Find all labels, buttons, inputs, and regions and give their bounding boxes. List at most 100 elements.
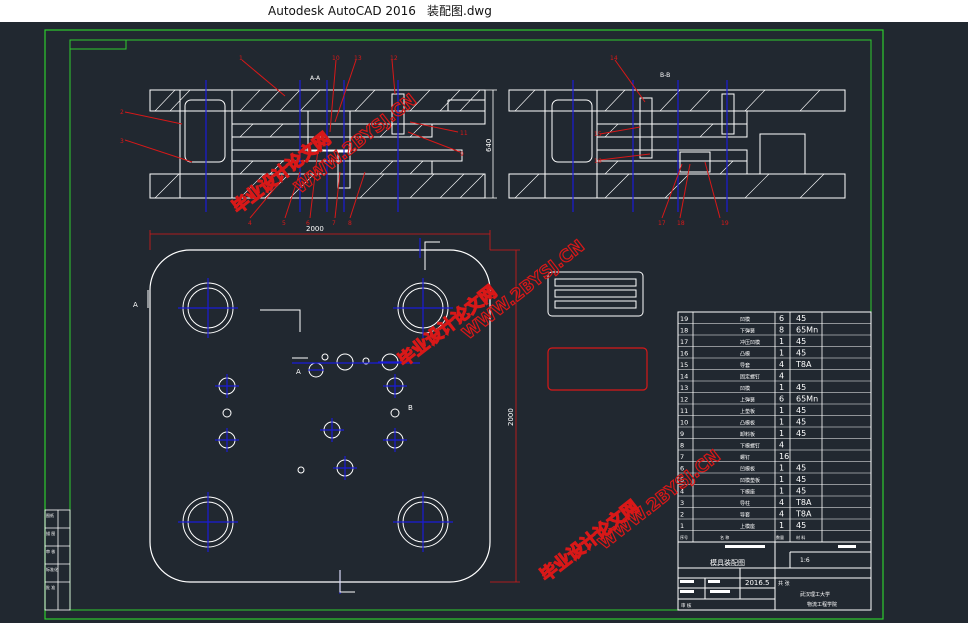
title-block xyxy=(677,541,872,611)
callout-number: 17 xyxy=(658,220,666,227)
bom-cell-name: 导柱 xyxy=(740,500,750,507)
bom-cell-mat: 45 xyxy=(796,337,806,346)
callout-number: 16 xyxy=(594,158,602,165)
bom-cell-no: 7 xyxy=(680,453,684,461)
bom-cell-no: 19 xyxy=(680,315,688,323)
bom-cell-name: 固定螺钉 xyxy=(740,374,760,381)
bom-cell-name: 上垫板 xyxy=(740,408,755,415)
centerlines-right xyxy=(572,80,728,212)
callout-number: 13 xyxy=(354,55,362,62)
side-label-2: 描 图 xyxy=(46,530,55,536)
section-markers xyxy=(147,241,491,593)
bom-cell-mat: T8A xyxy=(795,498,812,507)
bom-cell-qty: 1 xyxy=(779,337,784,346)
bom-cell-name: 凸模 xyxy=(740,351,750,358)
bom-cell-name: 导套 xyxy=(740,512,750,519)
bom-cell-no: 2 xyxy=(680,511,684,519)
bom-cell-no: 1 xyxy=(680,522,684,530)
callout-number: 7 xyxy=(332,220,336,227)
bom-cell-qty: 4 xyxy=(779,372,784,381)
bom-cell-mat: T8A xyxy=(795,360,812,369)
bom-cell-qty: 8 xyxy=(779,326,784,335)
bom-cell-name: 下弹簧 xyxy=(740,328,755,335)
watermark-url-3: WWW.2BYSJ.CN xyxy=(595,446,725,554)
callout-number: 10 xyxy=(332,55,340,62)
title-review: 审 核 xyxy=(681,602,692,609)
bom-cell-name: 冲压凹模 xyxy=(740,339,760,346)
bom-cell-qty: 1 xyxy=(779,418,784,427)
bom-cell-qty: 1 xyxy=(779,487,784,496)
bom-cell-qty: 1 xyxy=(779,464,784,473)
side-label-1: 图纸 xyxy=(46,512,54,518)
detail-part-lower xyxy=(547,347,648,391)
bom-cell-name: 导套 xyxy=(740,362,750,369)
bom-cell-qty: 4 xyxy=(779,510,784,519)
callout-number: 14 xyxy=(610,55,618,62)
section-label-a: A-A xyxy=(310,75,321,82)
callout-number: 1 xyxy=(239,55,243,62)
plan-outline xyxy=(149,249,491,583)
bom-cell-no: 18 xyxy=(680,327,688,335)
callout-number: 9 xyxy=(460,151,464,158)
bom-cell-mat: 45 xyxy=(796,314,806,323)
section-view-a xyxy=(149,89,486,199)
dim-height: 640 xyxy=(485,139,493,152)
height-dimension xyxy=(485,89,497,199)
side-label-4: 标准化 xyxy=(46,566,58,572)
bom-cell-qty: 1 xyxy=(779,349,784,358)
side-block xyxy=(44,509,71,611)
callout-number: 19 xyxy=(721,220,729,227)
bom-cell-no: 15 xyxy=(680,361,688,369)
view-marker-a-left: A xyxy=(133,301,138,309)
bom-cell-no: 12 xyxy=(680,396,688,404)
bom-cell-qty: 1 xyxy=(779,429,784,438)
bom-cell-name: 下模座 xyxy=(740,489,755,496)
bom-cell-no: 13 xyxy=(680,384,688,392)
watermark-cn-3: 毕业设计论文网 xyxy=(536,496,643,586)
callout-number: 11 xyxy=(460,130,468,137)
bom-cell-no: 4 xyxy=(680,488,684,496)
bom-cell-mat: 45 xyxy=(796,418,806,427)
bom-cell-qty: 4 xyxy=(779,498,784,507)
callout-number: 12 xyxy=(390,55,398,62)
bom-cell-no: 5 xyxy=(680,476,684,484)
bom-cell-no: 9 xyxy=(680,430,684,438)
bom-cell-mat: 45 xyxy=(796,475,806,484)
title-college: 物流工程学院 xyxy=(807,601,837,608)
bom-cell-mat: 45 xyxy=(796,349,806,358)
detail-part-upper xyxy=(547,271,644,317)
callout-number: 5 xyxy=(282,220,286,227)
bom-cell-no: 3 xyxy=(680,499,684,507)
bom-cell-mat: 45 xyxy=(796,464,806,473)
hatching-right xyxy=(514,89,825,199)
bom-cell-name: 凸模板 xyxy=(740,420,755,427)
corner-tab xyxy=(69,39,127,50)
bom-cell-no: 8 xyxy=(680,442,684,450)
bom-cell-qty: 6 xyxy=(779,395,784,404)
bom-cell-no: 11 xyxy=(680,407,688,415)
dim-width: 2000 xyxy=(306,225,324,233)
bom-header-cell: 材 料 xyxy=(796,534,805,540)
bom-cell-mat: 45 xyxy=(796,429,806,438)
bom-cell-no: 6 xyxy=(680,465,684,473)
callout-number: 15 xyxy=(594,131,602,138)
title-scale: 1:6 xyxy=(800,557,810,564)
title-name: 模具装配图 xyxy=(710,558,745,567)
view-marker-b: B xyxy=(408,404,413,412)
bom-cell-name: 凹模 xyxy=(740,316,750,323)
width-dimension xyxy=(149,230,520,583)
bom-cell-mat: 45 xyxy=(796,406,806,415)
callout-number: 6 xyxy=(306,220,310,227)
bom-cell-name: 凹模垫板 xyxy=(740,477,760,484)
title-date: 2016.5 xyxy=(745,579,770,587)
title-school: 武汉理工大学 xyxy=(800,591,830,598)
drawing-canvas[interactable]: A-A 640 xyxy=(0,22,968,623)
bom-cell-name: 凹模板 xyxy=(740,466,755,473)
bom-cell-qty: 16 xyxy=(779,452,789,461)
bom-cell-mat: T8A xyxy=(795,510,812,519)
bom-cell-mat: 45 xyxy=(796,487,806,496)
bom-cell-name: 凹模 xyxy=(740,385,750,392)
